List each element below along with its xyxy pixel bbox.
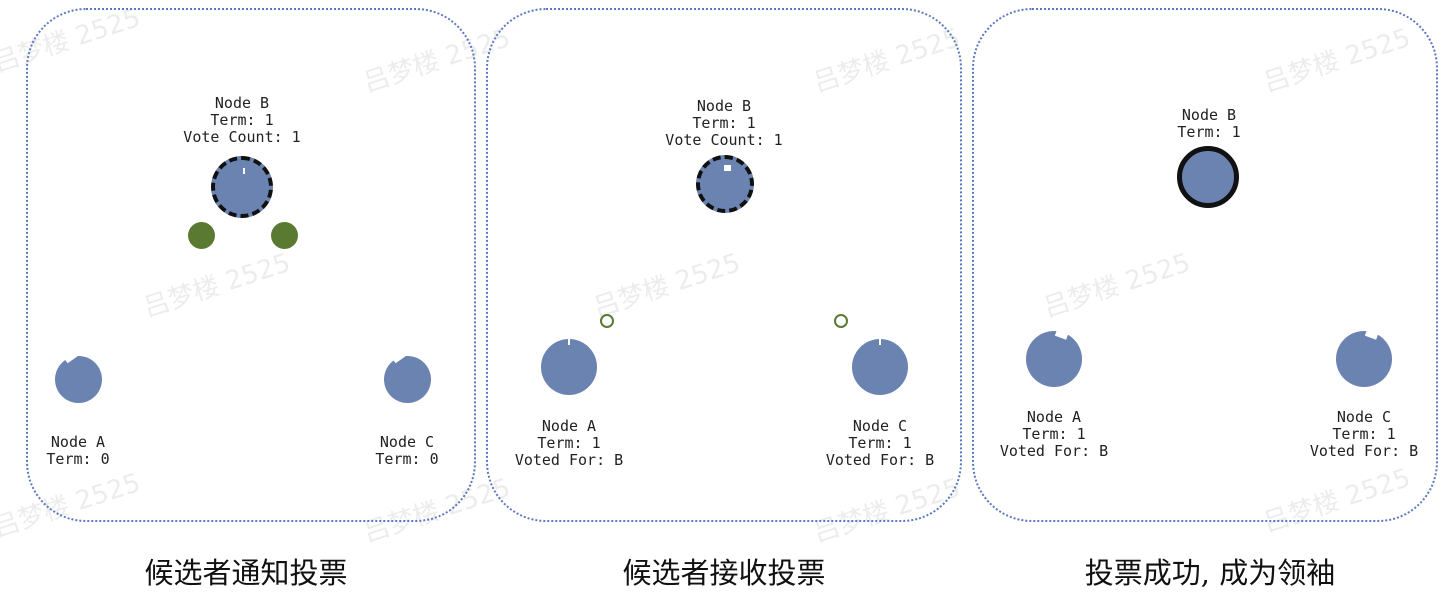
node-voted-for: Voted For: B <box>825 451 935 469</box>
panel-candidate-notify <box>26 8 476 522</box>
node-vote-count: Vote Count: 1 <box>183 128 301 146</box>
node-name: Node C <box>852 417 908 435</box>
node-term: Term: 1 <box>1022 425 1086 443</box>
node-term: Term: 1 <box>1177 123 1241 141</box>
node-b-label: Node B Term: 1 <box>1177 107 1240 141</box>
node-term: Term: 0 <box>46 450 110 468</box>
node-a-label: Node A Term: 1 Voted For: B <box>515 418 623 469</box>
node-name: Node A <box>1026 408 1082 426</box>
vote-request-message <box>188 222 215 249</box>
node-c <box>852 339 908 395</box>
node-a-label: Node A Term: 1 Voted For: B <box>1000 409 1108 460</box>
panel-caption: 候选者接收投票 <box>622 556 826 590</box>
node-name: Node A <box>50 433 106 451</box>
node-name: Node B <box>1181 106 1237 124</box>
node-name: Node B <box>696 97 752 115</box>
panel-candidate-receive <box>486 8 962 522</box>
node-b-leader <box>1177 146 1239 208</box>
panel-leader-elected <box>972 8 1438 522</box>
node-c-label: Node C Term: 1 Voted For: B <box>1310 409 1418 460</box>
node-voted-for: Voted For: B <box>999 442 1109 460</box>
node-term: Term: 1 <box>537 434 601 452</box>
node-term: Term: 1 <box>210 111 274 129</box>
node-name: Node C <box>1336 408 1392 426</box>
node-b-label: Node B Term: 1 Vote Count: 1 <box>183 95 300 146</box>
node-c-label: Node C Term: 0 <box>375 434 438 468</box>
node-c <box>1336 331 1392 387</box>
node-term: Term: 1 <box>848 434 912 452</box>
node-term: Term: 1 <box>692 114 756 132</box>
node-notch <box>243 168 245 174</box>
node-a <box>55 356 102 403</box>
node-notch <box>724 165 731 171</box>
node-name: Node B <box>214 94 270 112</box>
panel-caption: 投票成功, 成为领袖 <box>1084 556 1336 590</box>
panel-caption: 候选者通知投票 <box>144 556 348 590</box>
node-notch <box>879 339 881 345</box>
node-voted-for: Voted For: B <box>514 451 624 469</box>
node-name: Node A <box>541 417 597 435</box>
node-a <box>541 339 597 395</box>
node-notch <box>568 339 570 345</box>
node-b-candidate <box>211 156 273 218</box>
node-c <box>384 356 431 403</box>
node-term: Term: 0 <box>375 450 439 468</box>
vote-granted-message <box>600 314 614 328</box>
vote-request-message <box>271 222 298 249</box>
node-b-label: Node B Term: 1 Vote Count: 1 <box>665 98 782 149</box>
node-c-label: Node C Term: 1 Voted For: B <box>826 418 934 469</box>
vote-granted-message <box>834 314 848 328</box>
node-vote-count: Vote Count: 1 <box>665 131 783 149</box>
node-term: Term: 1 <box>1332 425 1396 443</box>
node-a-label: Node A Term: 0 <box>46 434 109 468</box>
node-voted-for: Voted For: B <box>1309 442 1419 460</box>
node-name: Node C <box>379 433 435 451</box>
node-b-candidate <box>696 155 754 213</box>
node-a <box>1026 331 1082 387</box>
